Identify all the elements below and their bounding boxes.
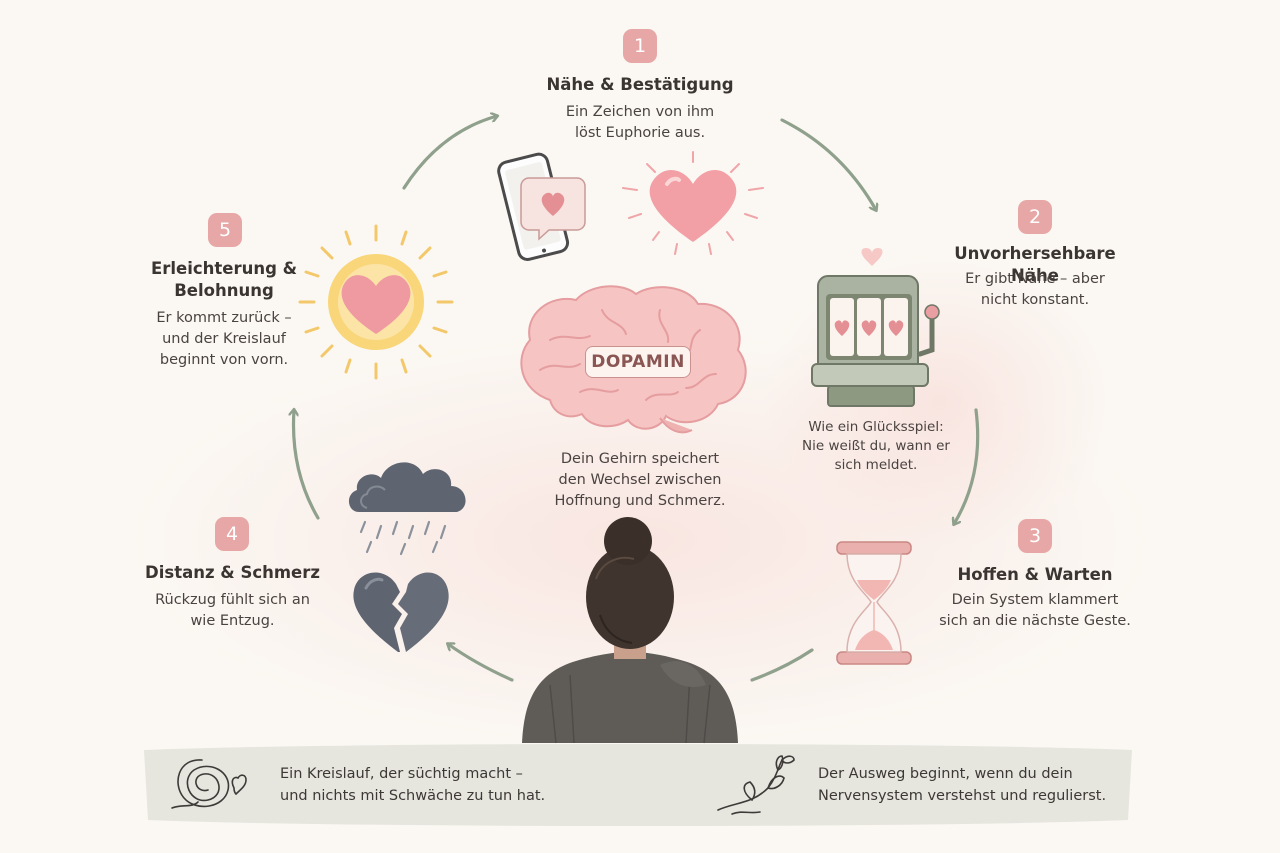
step-2-desc: Er gibt Nähe – aber nicht konstant. — [965, 271, 1105, 308]
sprout-icon — [717, 755, 795, 815]
footer-band — [144, 744, 1132, 826]
step-5-title: Erleichterung & Belohnung — [150, 259, 298, 300]
dopamin-label: DOPAMIN — [585, 346, 691, 378]
arrow-5-to-1 — [402, 116, 497, 190]
step-3-desc: Dein System klammert sich an die nächste… — [939, 592, 1131, 629]
glowing-heart-icon — [622, 151, 764, 255]
tangle-icon — [171, 759, 247, 809]
step-2-badge: 2 — [1018, 200, 1052, 234]
slot-machine-icon — [811, 248, 940, 407]
footer-right-text: Der Ausweg beginnt, wenn du dein Nervens… — [818, 766, 1107, 804]
step-3-badge: 3 — [1018, 519, 1052, 553]
broken-heart-icon — [353, 572, 449, 652]
step-4-title: Distanz & Schmerz — [145, 563, 320, 582]
slot-caption: Wie ein Glücksspiel: Nie weißt du, wann … — [802, 419, 950, 473]
phone-heart-icon — [497, 152, 586, 261]
step-3-title: Hoffen & Warten — [957, 565, 1113, 584]
arrow-center-to-4 — [448, 644, 514, 682]
sun-heart-icon — [298, 224, 454, 380]
woman-figure — [522, 517, 738, 744]
step-5-desc: Er kommt zurück – und der Kreislauf begi… — [156, 310, 292, 368]
arrow-1-to-2 — [780, 118, 876, 210]
footer-left-text: Ein Kreislauf, der süchtig macht – und n… — [280, 766, 546, 804]
step-1-title: Nähe & Bestätigung — [546, 75, 734, 94]
arrow-4-to-5 — [294, 410, 320, 520]
arrow-2-to-3 — [954, 408, 980, 524]
step-2-title: Unvorhersehbare Nähe — [954, 244, 1116, 285]
step-1-badge: 1 — [623, 29, 657, 63]
rain-cloud-icon — [348, 462, 466, 556]
arrow-3-to-center — [750, 648, 814, 682]
step-4-badge: 4 — [215, 517, 249, 551]
hourglass-icon — [836, 541, 912, 665]
step-4-desc: Rückzug fühlt sich an wie Entzug. — [155, 592, 310, 629]
brain-caption: Dein Gehirn speichert den Wechsel zwisch… — [554, 451, 726, 509]
step-5-badge: 5 — [208, 213, 242, 247]
step-1-desc: Ein Zeichen von ihm löst Euphorie aus. — [565, 104, 715, 141]
